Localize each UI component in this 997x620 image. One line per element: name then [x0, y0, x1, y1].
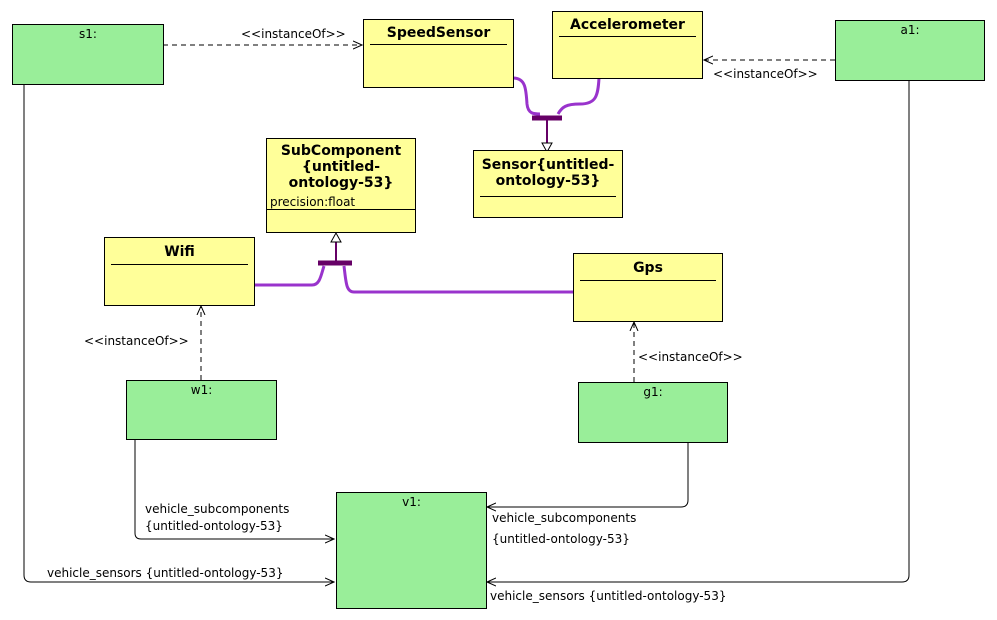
class-sensor-divider [480, 196, 616, 197]
class-subcomponent[interactable]: SubComponent {untitled- ontology-53} pre… [266, 138, 416, 233]
class-subcomponent-title-line1: SubComponent [280, 143, 402, 159]
label-a1-role: vehicle_sensors {untitled-ontology-53} [490, 589, 727, 603]
class-speedsensor-title: SpeedSensor [386, 25, 491, 41]
object-g1-label: g1: [643, 385, 663, 399]
label-w1-role-name: vehicle_subcomponents [145, 502, 290, 516]
assoc-g1-v1 [487, 443, 689, 507]
class-gps[interactable]: Gps [573, 253, 723, 322]
label-instanceof-w1: <<instanceOf>> [84, 334, 189, 348]
generalization-arrowhead-subcomponent [330, 231, 342, 243]
object-s1[interactable]: s1: [12, 24, 164, 85]
generalization-gps [342, 265, 574, 294]
label-instanceof-a1: <<instanceOf>> [713, 67, 818, 81]
assoc-s1-v1 [23, 85, 334, 582]
class-accelerometer-divider [559, 36, 696, 37]
class-gps-title: Gps [633, 260, 663, 276]
class-sensor-title-line1: Sensor{untitled- [481, 157, 615, 173]
label-g1-role-name: vehicle_subcomponents [492, 511, 637, 525]
generalization-speedsensor [512, 76, 541, 116]
assoc-a1-v1 [487, 81, 910, 582]
class-wifi[interactable]: Wifi [104, 237, 255, 306]
class-sensor[interactable]: Sensor{untitled- ontology-53} [473, 150, 623, 218]
assoc-w1-v1 [134, 440, 334, 539]
class-subcomponent-title-line2: {untitled- [301, 159, 381, 175]
class-speedsensor-divider [370, 44, 507, 45]
class-wifi-title: Wifi [164, 244, 195, 260]
class-sensor-title-line2: ontology-53} [495, 173, 601, 189]
object-v1-label: v1: [402, 495, 421, 509]
object-s1-label: s1: [79, 27, 97, 41]
class-subcomponent-attribute: precision:float [270, 195, 356, 209]
generalization-wifi [254, 265, 326, 287]
class-speedsensor[interactable]: SpeedSensor [363, 19, 514, 88]
class-wifi-divider [111, 264, 248, 265]
label-g1-role-ontology: {untitled-ontology-53} [492, 532, 630, 546]
object-v1[interactable]: v1: [336, 492, 487, 609]
object-a1[interactable]: a1: [835, 20, 985, 81]
label-instanceof-g1: <<instanceOf>> [638, 350, 743, 364]
class-gps-divider [580, 280, 716, 281]
label-instanceof-s1: <<instanceOf>> [241, 27, 346, 41]
class-accelerometer-title: Accelerometer [570, 17, 685, 33]
generalization-accelerometer [556, 77, 601, 115]
generalization-arrowhead-sensor [541, 142, 553, 154]
object-a1-label: a1: [900, 23, 920, 37]
object-g1[interactable]: g1: [578, 382, 728, 443]
class-subcomponent-divider [267, 209, 415, 210]
class-accelerometer[interactable]: Accelerometer [552, 11, 703, 79]
object-w1[interactable]: w1: [126, 380, 277, 440]
class-subcomponent-title-line3: ontology-53} [288, 175, 394, 191]
object-w1-label: w1: [190, 383, 213, 397]
label-s1-role: vehicle_sensors {untitled-ontology-53} [47, 566, 284, 580]
label-w1-role-ontology: {untitled-ontology-53} [145, 519, 283, 533]
